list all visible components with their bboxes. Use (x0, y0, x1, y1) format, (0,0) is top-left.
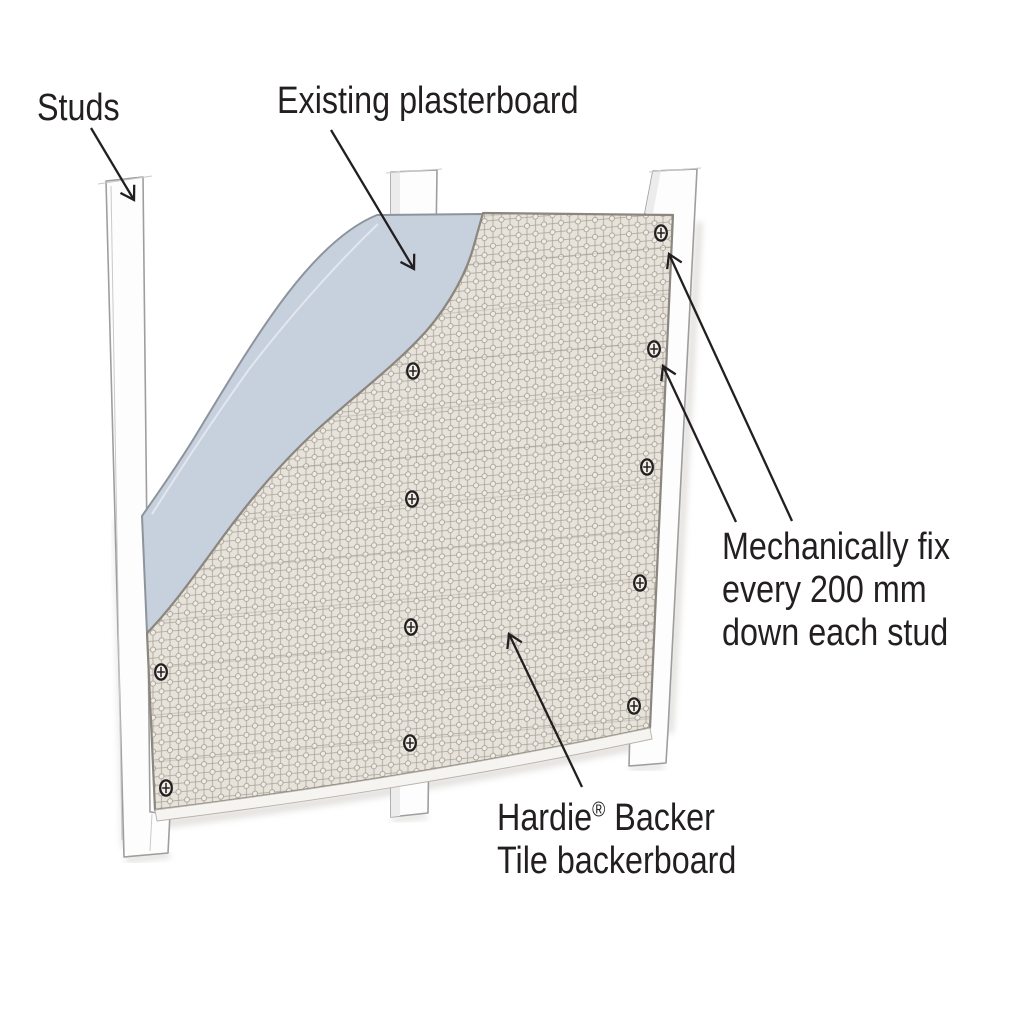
hardie-backer-line-1: Hardie® Backer (497, 797, 736, 840)
arrows-layer (90, 127, 794, 788)
screw-fixing-icon (406, 362, 420, 380)
mech-fix-line-3: down each stud (722, 612, 949, 654)
hardie-backer-line-2: Tile backerboard (497, 840, 737, 882)
leader-arrow-existing-plasterboard (330, 129, 416, 271)
screw-fixing-icon (403, 734, 417, 752)
screw-fixing-icon (405, 490, 419, 508)
stud-middle-foot-shadow (391, 813, 428, 823)
label-mechanically-fix: Mechanically fix every 200 mm down each … (722, 526, 950, 655)
backerboard-bottom-edge-face (154, 727, 653, 822)
mech-fix-line-2: every 200 mm (722, 569, 927, 611)
label-studs: Studs (37, 87, 120, 130)
screws-layer (154, 224, 668, 797)
label-existing-plasterboard: Existing plasterboard (277, 80, 579, 123)
hardie-brand-text: Hardie (497, 797, 593, 839)
hardie-backer-rest-text: Backer (605, 797, 715, 839)
stud-right-foot-shadow (629, 763, 665, 772)
registered-trademark-symbol: ® (592, 798, 606, 822)
mech-fix-line-1: Mechanically fix (722, 526, 950, 568)
leader-arrow-mech-fix-lower (660, 364, 738, 523)
label-studs-text: Studs (37, 87, 120, 129)
screw-fixing-icon (159, 779, 173, 797)
label-hardie-backer: Hardie® Backer Tile backerboard (497, 797, 736, 883)
screw-fixing-icon (633, 574, 647, 592)
screw-fixing-icon (654, 224, 668, 242)
stud-left-sketch-ticks (97, 175, 153, 852)
stud-right-sketch-tick (648, 167, 702, 173)
stud-middle-sketch-tick (385, 168, 443, 174)
screw-fixing-icon (640, 458, 654, 476)
stud-left-sketch-line (110, 185, 123, 841)
leader-arrow-studs (90, 127, 136, 202)
stud-left-foot-shadow (125, 852, 171, 863)
label-existing-plasterboard-text: Existing plasterboard (277, 80, 579, 122)
stud-right-side-face (645, 170, 661, 213)
screw-fixing-icon (647, 340, 661, 358)
screw-fixing-icon (404, 618, 418, 636)
backerboard-group (145, 211, 675, 822)
screw-fixing-icon (154, 663, 168, 681)
leader-arrow-hardie-backer (506, 632, 584, 788)
screw-fixing-icon (627, 697, 641, 715)
leader-arrow-mech-fix-upper (666, 252, 794, 522)
plasterboard-edge-highlight (151, 223, 379, 515)
